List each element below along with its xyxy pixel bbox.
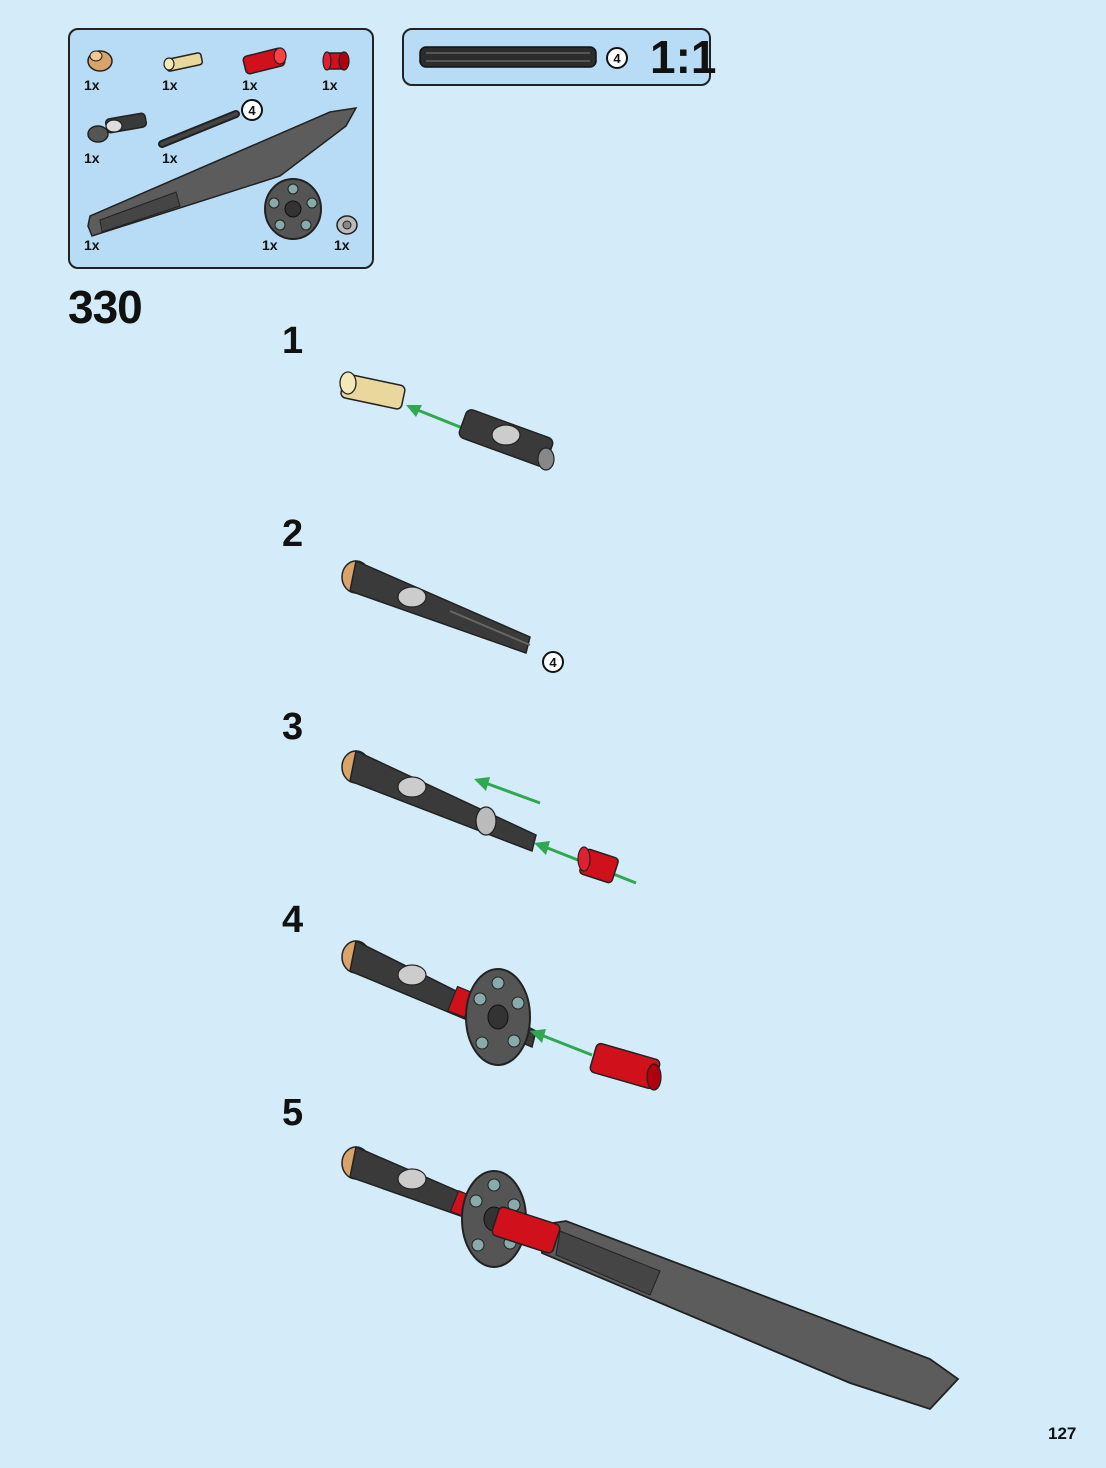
substep-3-illustration <box>330 745 650 895</box>
substep-number: 5 <box>282 1092 303 1135</box>
substep-number: 1 <box>282 320 303 363</box>
axle-length-badge: 4 <box>542 651 564 673</box>
scale-label: 1:1 <box>650 30 716 84</box>
red-axle-connector-part-icon <box>240 44 290 76</box>
grey-bush-part-icon <box>334 212 360 238</box>
substep-5-illustration <box>330 1135 970 1415</box>
part-qty: 1x <box>262 237 278 253</box>
tan-pin-part-icon <box>160 50 208 74</box>
substep-4-illustration <box>330 935 670 1105</box>
axle-length-badge: 4 <box>606 47 628 69</box>
part-qty: 1x <box>84 237 100 253</box>
orange-pin-part-icon <box>82 46 118 76</box>
substep-number: 2 <box>282 513 303 556</box>
substep-number: 4 <box>282 899 303 942</box>
part-qty: 1x <box>322 77 338 93</box>
substep-1-illustration <box>330 365 570 485</box>
page-number: 127 <box>1048 1424 1076 1444</box>
wheel-guard-part-icon <box>262 177 324 241</box>
part-qty: 1x <box>242 77 258 93</box>
substep-number: 3 <box>282 706 303 749</box>
part-qty: 1x <box>334 237 350 253</box>
red-bush-part-icon <box>320 46 354 76</box>
axle-scale-icon <box>418 45 598 69</box>
part-qty: 1x <box>162 77 178 93</box>
part-qty: 1x <box>84 77 100 93</box>
step-number: 330 <box>68 280 142 334</box>
substep-2-illustration <box>330 555 550 665</box>
